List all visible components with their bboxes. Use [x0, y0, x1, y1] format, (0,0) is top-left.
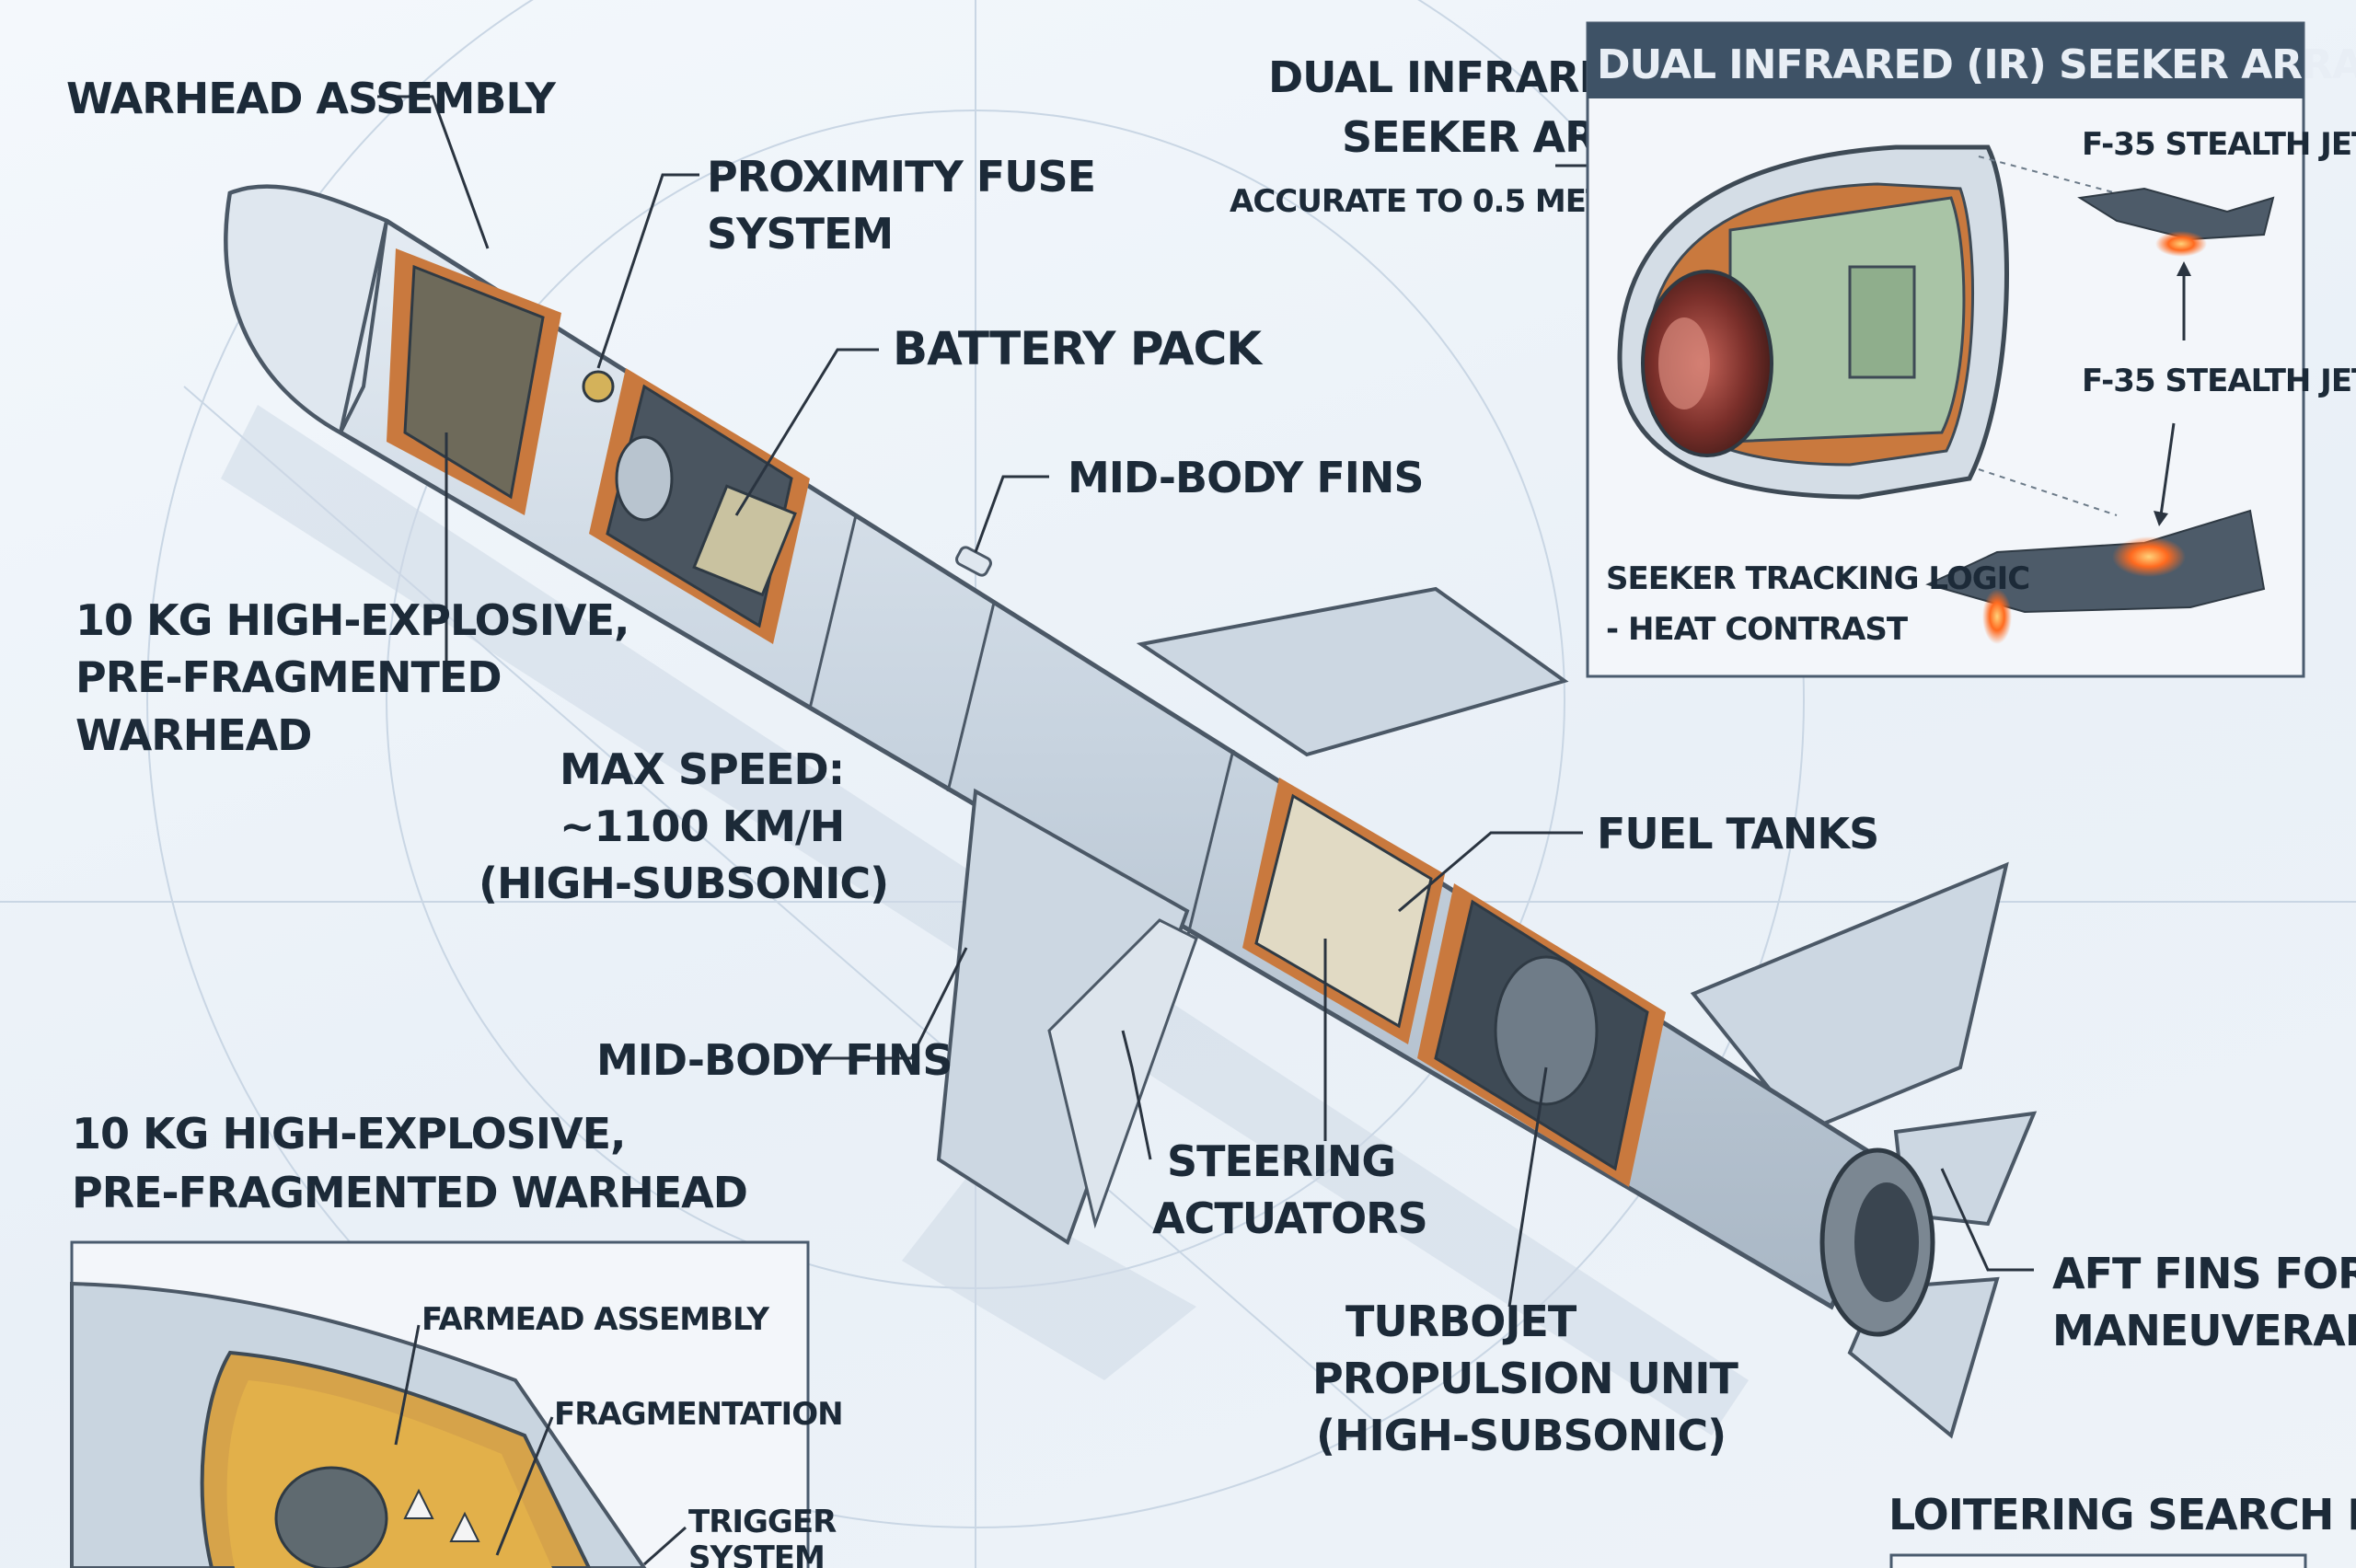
label-proximity-fuse-1: PROXIMITY FUSE [707, 152, 1095, 202]
tracking-logic-2: - HEAT CONTRAST [1606, 611, 1909, 648]
upper-midbody-fin [1141, 589, 1565, 755]
warhead-panel: FARMEAD ASSEMBLY FRAGMENTATION TRIGGER S… [72, 1242, 843, 1568]
label-bottom-warhead-2: PRE-FRAGMENTED WARHEAD [72, 1168, 747, 1217]
label-aft-fins-1: AFT FINS FOR [2052, 1249, 2356, 1298]
jet-label-1: F-35 STEALTH JET [2082, 126, 2356, 163]
label-warhead-desc-2: PRE-FRAGMENTED [75, 652, 502, 702]
loitering-panel [1891, 1555, 2305, 1568]
label-proximity-fuse-2: SYSTEM [707, 209, 893, 259]
proximity-fuse [583, 372, 613, 401]
warhead-panel-label-4: SYSTEM [688, 1539, 825, 1568]
label-fuel-tanks: FUEL TANKS [1597, 809, 1878, 859]
warhead-panel-label-2: FRAGMENTATION [554, 1396, 843, 1433]
label-turbojet-1: TURBOJET [1345, 1297, 1577, 1346]
warhead-panel-label-3: TRIGGER [688, 1504, 837, 1540]
jet-label-2: F-35 STEALTH JET [2082, 363, 2356, 399]
label-bottom-warhead-1: 10 KG HIGH-EXPLOSIVE, [72, 1109, 626, 1159]
label-turbojet-3: (HIGH-SUBSONIC) [1316, 1411, 1726, 1460]
label-turbojet-2: PROPULSION UNIT [1312, 1354, 1738, 1403]
label-warhead-desc-1: 10 KG HIGH-EXPLOSIVE, [75, 595, 629, 645]
label-steering-1: STEERING [1167, 1136, 1395, 1186]
label-battery-pack: BATTERY PACK [893, 322, 1264, 375]
label-midbody-fins-bottom: MID-BODY FINS [596, 1035, 953, 1085]
label-warhead-assembly: WARHEAD ASSEMBLY [66, 74, 557, 123]
seeker-panel-header: DUAL INFRARED (IR) SEEKER ARRAY [1597, 41, 2356, 88]
label-warhead-desc-3: WARHEAD [75, 710, 311, 760]
warhead-panel-label-1: FARMEAD ASSEMBLY [422, 1301, 769, 1338]
label-max-speed-1: MAX SPEED: [560, 744, 844, 794]
label-aft-fins-2: MANEUVERABILITY [2052, 1306, 2356, 1355]
label-steering-2: ACTUATORS [1152, 1193, 1427, 1243]
label-max-speed-2: ~1100 KM/H [560, 801, 844, 851]
tracking-logic-1: SEEKER TRACKING LOGIC [1606, 560, 2029, 597]
label-max-speed-3: (HIGH-SUBSONIC) [479, 859, 888, 908]
label-midbody-fins-top: MID-BODY FINS [1068, 453, 1424, 502]
label-loitering: LOITERING SEARCH PATTERN [1888, 1490, 2356, 1539]
seeker-panel: DUAL INFRARED (IR) SEEKER ARRAY F-35 STE… [1588, 23, 2356, 676]
